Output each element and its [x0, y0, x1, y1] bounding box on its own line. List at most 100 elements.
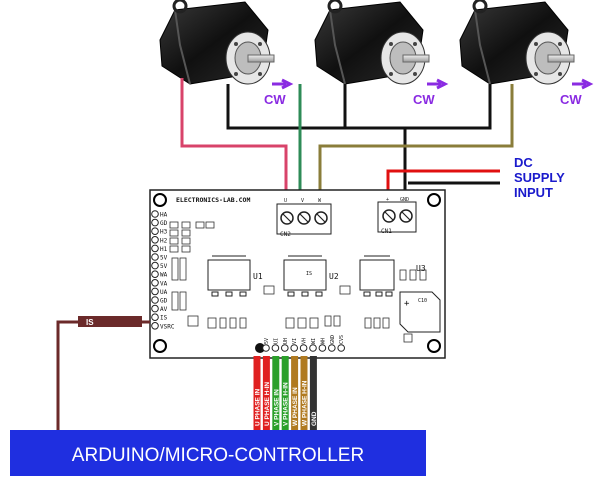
u2-label: U2 — [329, 272, 339, 281]
bottom-header-pin — [318, 344, 327, 352]
left-header-pin-label: VA — [160, 280, 168, 287]
left-header-pin — [151, 304, 159, 313]
left-header-pin — [151, 270, 159, 279]
u3-label: U3 — [416, 264, 426, 273]
left-header-pin — [151, 236, 159, 244]
c10-plus: + — [404, 299, 410, 309]
controller-box — [10, 430, 426, 476]
supply-label-input: INPUT — [514, 185, 553, 200]
left-header-pin — [151, 227, 159, 235]
u2-is-mark: IS — [306, 271, 312, 277]
bottom-header-pin-label: GND — [330, 335, 336, 344]
bottom-header-pin — [337, 344, 346, 352]
supply-label-dc: DC — [514, 155, 533, 170]
left-header-pin-label: AV — [160, 306, 168, 313]
controller-label: ARDUINO/MICRO-CONTROLLER — [72, 445, 364, 466]
passive-components — [169, 221, 427, 343]
motor-1-direction: CW — [264, 92, 286, 107]
mosfet-u1 — [207, 255, 251, 297]
signal-wire — [291, 356, 299, 430]
cn1-pin-plus: + — [386, 197, 389, 203]
left-header-pin-label: H2 — [160, 237, 168, 244]
signal-wire — [281, 356, 289, 430]
bottom-header-pin-label: VI — [292, 338, 298, 344]
board-brand: ELECTRONICS-LAB.COM — [176, 196, 250, 204]
bottom-header-pin — [281, 344, 289, 352]
signal-wire-label: U PHASE IN — [255, 388, 262, 426]
left-header-pin-label: H3 — [160, 229, 168, 236]
cn2-pin-v: V — [301, 198, 304, 204]
signal-wires — [253, 356, 317, 430]
left-header-pin-label: WA — [160, 272, 168, 279]
signal-wire-label: U PHASE H-IN — [264, 382, 271, 426]
left-header-pin-label: VSRC — [160, 323, 175, 330]
terminal-cn1 — [377, 201, 417, 233]
cw-arrow-icon — [272, 78, 594, 90]
signal-wire-label: W PHASE H-IN — [302, 380, 309, 426]
signal-wire-label: GND — [311, 411, 318, 426]
signal-wire — [253, 356, 261, 430]
signal-wire — [262, 356, 270, 430]
left-header-pin — [151, 322, 159, 330]
left-header-pin — [151, 296, 159, 304]
left-header-pin-label: 5V — [160, 263, 168, 270]
u1-label: U1 — [253, 272, 263, 281]
signal-wire — [272, 356, 280, 430]
left-header-pin-label: H1 — [160, 246, 168, 253]
signal-wire-label: V PHASE H-IN — [283, 382, 290, 426]
bottom-header-pin — [271, 344, 280, 352]
cn1-label: CN1 — [381, 228, 392, 235]
capacitor-c10 — [399, 291, 441, 333]
supply-label-supply: SUPPLY — [514, 170, 565, 185]
cn2-pin-w: W — [318, 198, 322, 204]
bottom-header-pin-label: WH — [320, 338, 326, 344]
left-header-pin — [151, 253, 159, 261]
left-header-pin — [151, 218, 159, 227]
cn1-pin-gnd: GND — [400, 197, 409, 203]
bottom-header-pin — [290, 344, 299, 352]
left-header-pin — [151, 279, 159, 287]
signal-wire — [300, 356, 308, 430]
left-header-pin-label: HA — [160, 212, 168, 219]
bottom-header-pin-label: VH — [302, 338, 308, 344]
bottom-header-pin — [309, 344, 317, 352]
is-wire-label: IS — [86, 318, 94, 327]
motor-1 — [159, 0, 275, 85]
bottom-header-pin — [299, 344, 308, 352]
motor-3 — [459, 0, 575, 85]
left-header-pin-label: 5V — [160, 255, 168, 262]
signal-wire — [309, 356, 317, 430]
signal-wire-label: V PHASE IN — [273, 389, 280, 426]
motor-3-direction: CW — [560, 92, 582, 107]
c10-label: C10 — [418, 298, 427, 304]
left-header-pin — [151, 261, 159, 270]
is-wire — [56, 320, 150, 430]
left-header-pin-label: GD — [160, 220, 168, 227]
terminal-cn2 — [276, 203, 332, 235]
motor-2 — [314, 0, 430, 85]
is-wire-tag — [78, 316, 142, 327]
left-header-pin-label: UA — [160, 289, 168, 296]
motor-wires — [180, 78, 514, 202]
bottom-header-pin-label: WI — [311, 338, 317, 344]
bottom-header-pin — [328, 344, 336, 352]
bottom-header-pin-label: UI — [273, 338, 279, 344]
bottom-header-pin — [262, 344, 270, 352]
left-header-pin — [151, 244, 159, 253]
left-header-pin — [151, 287, 159, 296]
motor-2-direction: CW — [413, 92, 435, 107]
cn2-pin-u: U — [284, 198, 287, 204]
left-header-pin-label: GD — [160, 298, 168, 305]
left-header-pin — [151, 313, 159, 322]
cn2-label: CN2 — [280, 231, 291, 238]
bottom-header-pin-label: 5V — [264, 338, 270, 344]
bottom-header-pin-label: UH — [283, 338, 289, 344]
mosfet-u3 — [359, 255, 395, 297]
left-header-pin-label: IS — [160, 315, 168, 322]
mosfet-u2 — [283, 255, 327, 297]
left-header-pin — [151, 210, 159, 218]
